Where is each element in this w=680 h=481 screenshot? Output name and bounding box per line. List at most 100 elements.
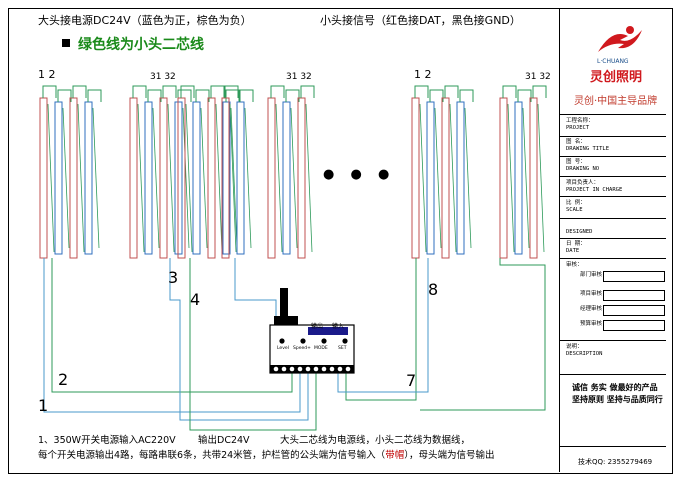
controller-terminal-8 xyxy=(337,366,343,372)
signal-note: 小头接信号（红色接DAT，黑色接GND） xyxy=(320,14,521,27)
led-tube-18 xyxy=(426,101,435,255)
tube-jumper xyxy=(57,89,72,102)
tb-designed: DESIGNED xyxy=(566,229,593,235)
controller-terminal-0 xyxy=(273,366,279,372)
led-tube-15 xyxy=(282,101,291,255)
tb-divider-10 xyxy=(560,374,666,375)
note-line2: 每个开关电源输出4路，每路串联6条，共带24米管，护栏管的公头端为信号输入（带帽… xyxy=(38,447,494,461)
tube-data-line xyxy=(275,103,283,253)
tube-data-line xyxy=(92,107,100,249)
controller-terminal-4 xyxy=(305,366,311,372)
tube-data-line xyxy=(62,107,70,249)
tb-date: 日 期：DATE xyxy=(566,241,586,254)
tube-data-line xyxy=(215,103,223,253)
controller xyxy=(269,288,355,374)
controller-button-level[interactable]: Level xyxy=(277,346,289,351)
tube-data-line xyxy=(137,103,145,253)
title-block xyxy=(559,8,672,472)
tube-jumper xyxy=(285,89,300,102)
tube-jumper xyxy=(42,85,57,98)
controller-display xyxy=(308,327,348,335)
controller-connector xyxy=(274,316,298,326)
note-line2-b: ），母头端为信号输出 xyxy=(404,450,495,461)
tube-jumper xyxy=(147,89,162,102)
tube-jumper xyxy=(414,85,429,98)
group-number-7: 7 xyxy=(406,371,417,390)
controller-button-mode[interactable]: MODE xyxy=(314,346,328,351)
tb-divider-3 xyxy=(560,156,666,157)
pin-label-g2-end: 31 32 xyxy=(286,72,312,82)
tube-jumper xyxy=(225,89,240,102)
signal-wire-2 xyxy=(169,258,309,421)
tube-data-line xyxy=(230,107,238,249)
controller-button-set[interactable]: SET xyxy=(338,346,347,351)
tb-review-budget-box xyxy=(603,320,665,331)
group-number-4: 4 xyxy=(190,290,201,309)
drawing-frame xyxy=(8,8,673,474)
signal-wire-4 xyxy=(234,258,277,326)
controller-terminal-3 xyxy=(297,366,303,372)
group-number-3: 3 xyxy=(168,268,179,287)
led-tube-20 xyxy=(456,101,465,255)
note-line1-c: 大头二芯线为电源线，小头二芯线为数据线， xyxy=(280,435,471,446)
tb-divider-4 xyxy=(560,176,666,177)
tb-motto-2: 坚持原则 坚持与品质同行 xyxy=(572,395,663,404)
led-tube-13 xyxy=(236,101,245,255)
tube-data-line xyxy=(290,107,298,249)
led-tube-17 xyxy=(411,97,420,259)
tb-divider-7 xyxy=(560,238,666,239)
tube-data-line xyxy=(419,103,427,253)
tb-review-manager: 经理审核： xyxy=(580,306,608,312)
led-tube-0 xyxy=(39,97,48,259)
tube-data-line xyxy=(305,103,313,253)
wiring-diagram xyxy=(39,85,547,431)
led-tube-9 xyxy=(192,101,201,255)
tb-review: 审核： xyxy=(566,262,583,268)
signal-wire-1 xyxy=(51,258,293,393)
tube-data-line xyxy=(522,107,530,249)
controller-out-label: 输出 xyxy=(311,323,324,330)
controller-button-dot-2 xyxy=(321,338,327,344)
tube-data-line xyxy=(200,107,208,249)
controller-base xyxy=(270,365,354,373)
controller-terminal-7 xyxy=(329,366,335,372)
brand-en: L·CHUANG xyxy=(597,58,629,65)
led-tube-22 xyxy=(514,101,523,255)
pin-label-g1-end: 31 32 xyxy=(150,72,176,82)
subtitle-bullet-icon xyxy=(62,39,70,47)
pin-label-g3-end: 31 32 xyxy=(525,72,551,82)
controller-button-speed[interactable]: Speed+ xyxy=(293,346,311,351)
led-tube-10 xyxy=(207,97,216,259)
tube-data-line xyxy=(185,103,193,253)
led-tube-14 xyxy=(267,97,276,259)
tube-jumper xyxy=(239,89,254,102)
tube-data-line xyxy=(537,103,545,253)
tube-jumper xyxy=(532,85,547,98)
tube-jumper xyxy=(210,85,225,98)
brand-cn: 灵创照明 xyxy=(590,70,643,85)
controller-terminal-5 xyxy=(313,366,319,372)
pin-label-g1-start: 1 2 xyxy=(38,68,56,81)
tb-scale: 比 例：SCALE xyxy=(566,200,586,213)
group-number-1: 1 xyxy=(38,396,49,415)
led-tube-4 xyxy=(129,97,138,259)
tb-drawing-no: 图 号：DRAWING NO xyxy=(566,159,600,172)
controller-terminal-1 xyxy=(281,366,287,372)
group-number-2: 2 xyxy=(58,370,69,389)
led-tube-23 xyxy=(529,97,538,259)
controller-terminal-6 xyxy=(321,366,327,372)
tube-jumper xyxy=(270,85,285,98)
brand-logo-icon xyxy=(598,26,642,52)
tube-data-line xyxy=(182,107,190,249)
controller-in-label: 输入 xyxy=(332,323,345,330)
tube-jumper xyxy=(177,89,192,102)
led-tube-3 xyxy=(84,101,93,255)
tube-data-line xyxy=(434,107,442,249)
led-tube-21 xyxy=(499,97,508,259)
controller-button-dot-0 xyxy=(279,338,285,344)
tube-jumper xyxy=(132,85,147,98)
tube-jumper xyxy=(502,85,517,98)
tube-jumper xyxy=(300,85,315,98)
pin-label-g3-start: 1 2 xyxy=(414,68,432,81)
tube-data-line xyxy=(229,103,237,253)
